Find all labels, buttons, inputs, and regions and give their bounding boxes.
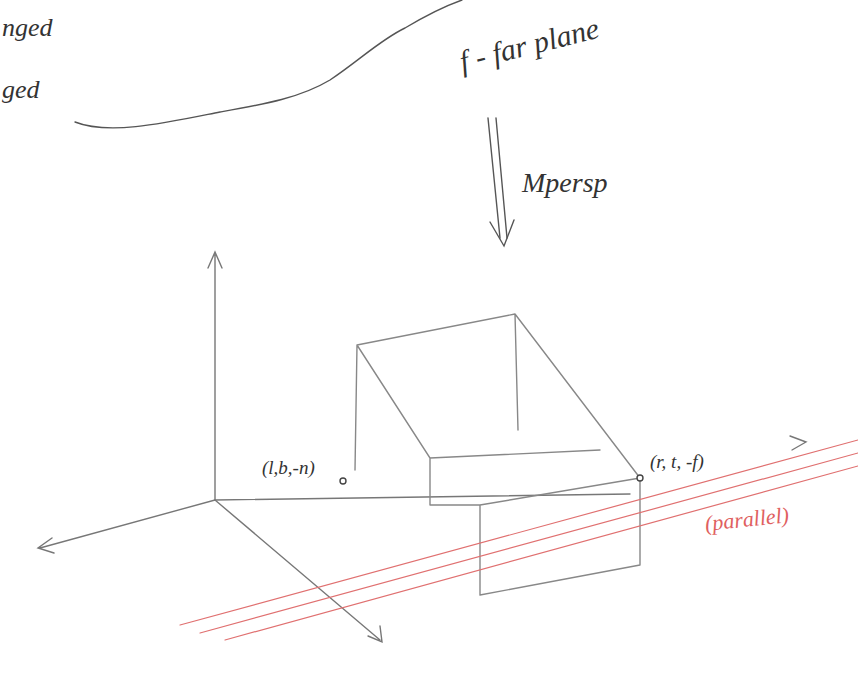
cropped-note: ged [2,76,40,105]
parallel-lines [180,440,858,640]
plane-label: f - far plane [456,11,602,77]
corner-point [637,475,643,481]
matrix-label: Mpersp [522,168,608,199]
point-label: (l,b,-n) [262,458,315,479]
corner-point [340,478,346,484]
y-axis [208,252,222,500]
x-axis [38,494,630,553]
double-arrow-shaft [488,118,507,238]
point-label: (r, t, -f) [650,452,704,473]
z-axis [215,500,382,642]
cloud-outline [75,0,462,128]
cropped-note: nged [2,14,53,43]
box-edges [355,314,640,595]
axis-tick [790,436,806,450]
note-label: (parallel) [704,503,790,536]
arrow-head [490,220,514,246]
